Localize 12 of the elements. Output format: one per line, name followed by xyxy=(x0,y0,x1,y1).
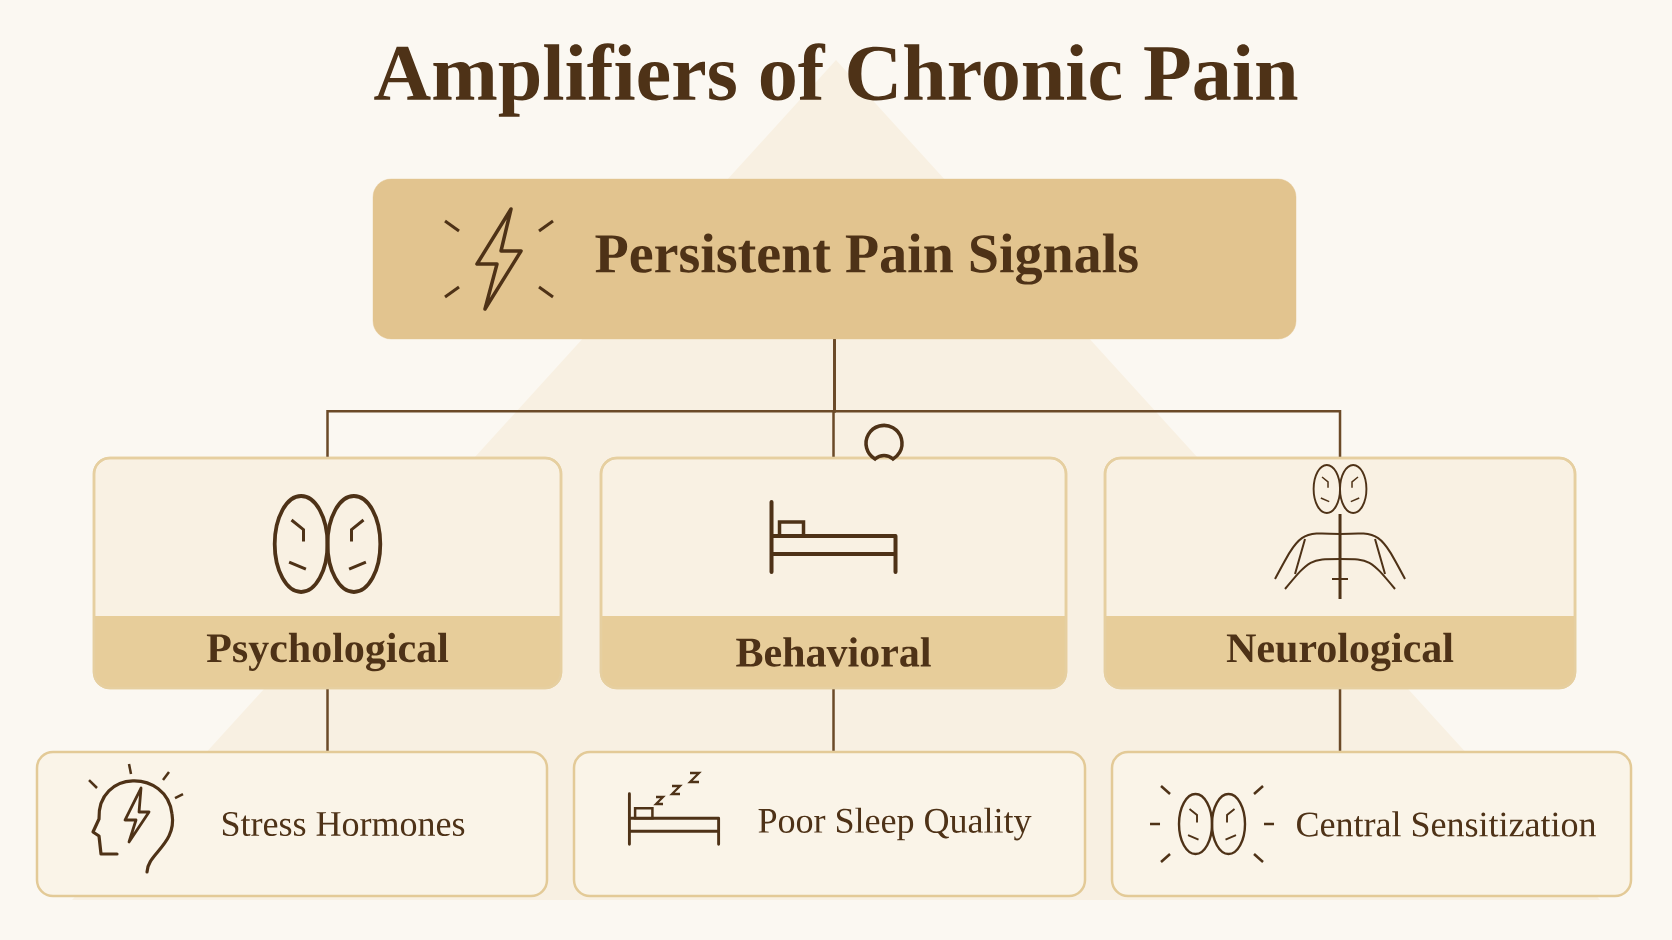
title: Amplifiers of Chronic Pain xyxy=(374,43,1298,117)
connector-line xyxy=(326,689,329,751)
factor-box: Poor Sleep Quality xyxy=(572,750,1087,898)
header-box: Persistent Pain Signals xyxy=(372,178,1297,340)
connector-line xyxy=(832,689,835,751)
category-box: Neurological xyxy=(1103,456,1577,690)
category-box: Behavioral xyxy=(599,423,1068,690)
connector-line xyxy=(1338,689,1342,751)
connector-line xyxy=(833,339,1342,457)
factor-box: Central Sensitization xyxy=(1110,750,1633,898)
category-box: Psychological xyxy=(92,456,563,690)
factor-box: Stress Hormones xyxy=(35,750,549,898)
